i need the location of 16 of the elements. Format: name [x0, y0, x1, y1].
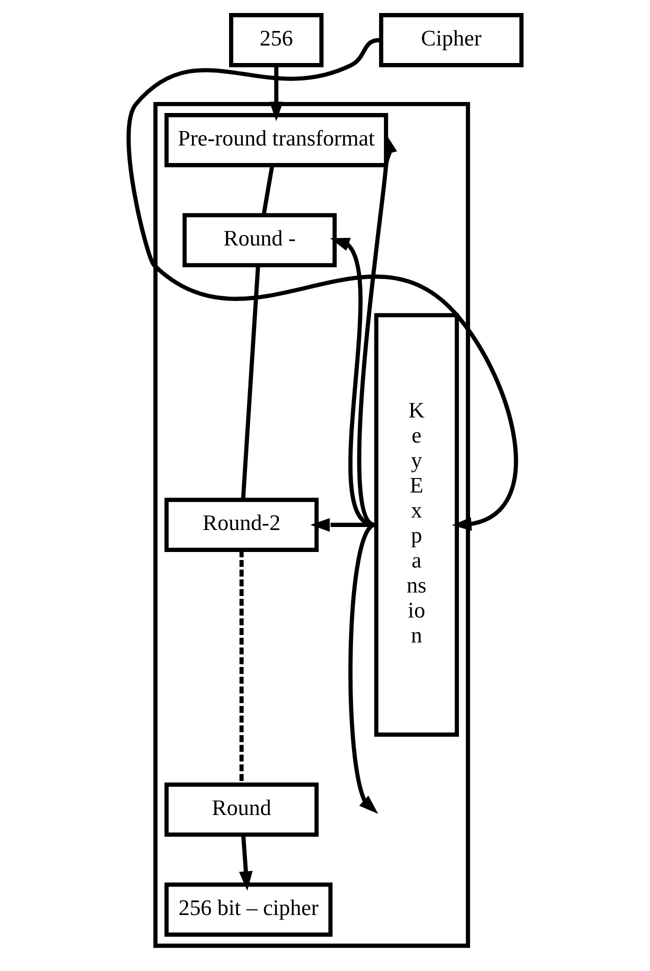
connector — [239, 550, 244, 784]
node-box: Round-2 — [164, 497, 319, 552]
arrow — [239, 834, 253, 890]
arrow — [310, 518, 376, 532]
node-box: Round - — [182, 212, 337, 267]
connector — [262, 164, 274, 215]
arrow — [269, 65, 284, 121]
node-box: 256 — [229, 12, 324, 67]
arrow — [126, 38, 518, 530]
node-box: Cipher — [379, 12, 524, 67]
node-box: K e y E x p a ns io n — [374, 312, 459, 736]
node-box: Pre-round transformat — [164, 112, 388, 167]
node-box: 256 bit – cipher — [164, 882, 333, 936]
arrow — [330, 237, 376, 526]
connector — [241, 264, 260, 500]
node-box: Round — [164, 782, 319, 836]
